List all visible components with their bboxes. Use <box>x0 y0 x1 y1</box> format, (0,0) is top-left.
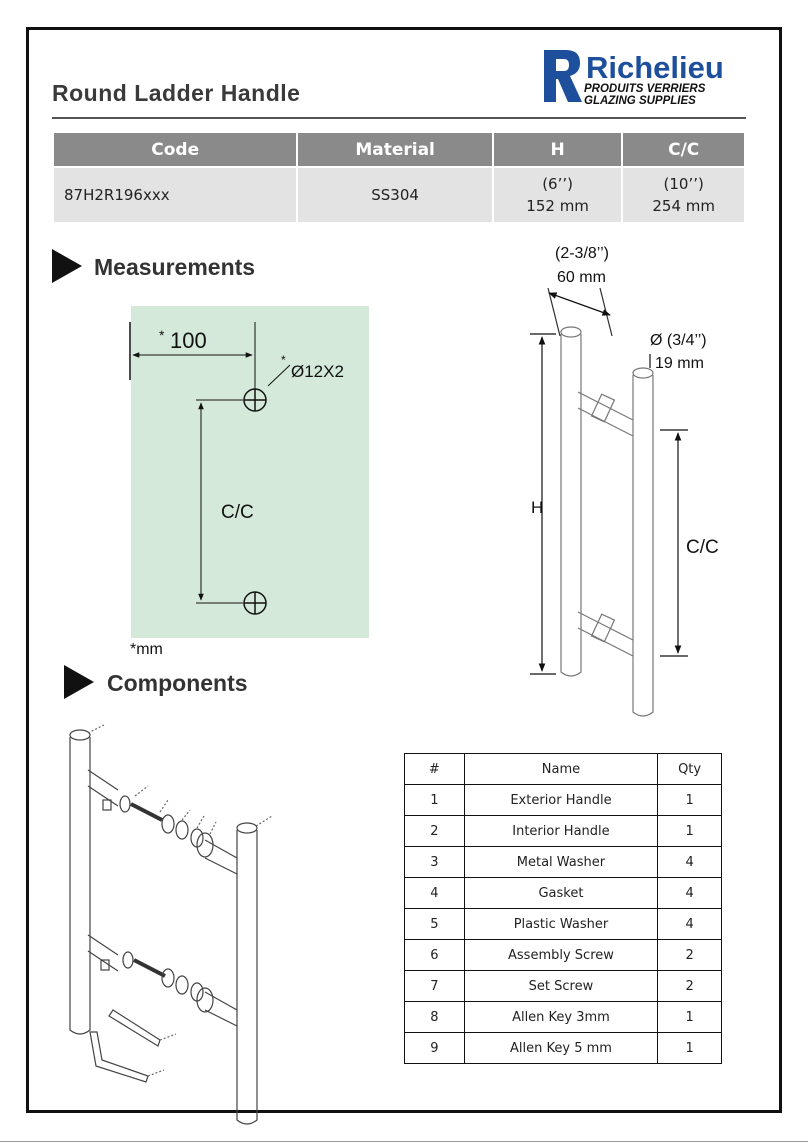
row-name: Allen Key 5 mm <box>463 1032 659 1064</box>
spec-table: Code Material H C/C 87H2R196xxx SS304 (6… <box>51 131 746 224</box>
top-hole-icon <box>243 388 267 412</box>
row-qty: 2 <box>657 939 722 971</box>
row-name: Exterior Handle <box>463 784 659 816</box>
spec-h: (6’’) 152 mm <box>491 166 624 224</box>
page-frame <box>26 27 782 1113</box>
row-qty: 1 <box>657 1001 722 1033</box>
components-heading: Components <box>107 670 248 696</box>
spec-header-code: Code <box>51 131 299 168</box>
spec-h-mm: 152 mm <box>526 197 589 215</box>
allen-key-5mm <box>89 1031 149 1083</box>
components-header-row: # Name Qty <box>404 753 722 785</box>
spec-header-row: Code Material H C/C <box>51 131 746 168</box>
row-name: Gasket <box>463 877 659 909</box>
logo-wordmark: Richelieu <box>586 50 724 85</box>
row-number: 5 <box>404 908 465 940</box>
h-label: H <box>531 498 543 517</box>
row-number: 2 <box>404 815 465 847</box>
components-arrow-icon <box>64 665 94 699</box>
row-qty: 1 <box>657 1032 722 1064</box>
interior-handle-bar <box>236 830 258 1125</box>
edge-asterisk: * <box>159 327 165 343</box>
row-qty: 2 <box>657 970 722 1002</box>
glass-panel <box>131 306 369 638</box>
diameter-in-label: Ø (3/4’’) <box>650 332 707 349</box>
row-qty: 1 <box>657 815 722 847</box>
row-number: 8 <box>404 1001 465 1033</box>
row-qty: 4 <box>657 877 722 909</box>
cc-label: C/C <box>221 502 254 523</box>
spec-header-cc: C/C <box>621 131 746 168</box>
diameter-mm-label: 19 mm <box>655 355 704 372</box>
page-bottom-rule <box>0 1141 808 1142</box>
measurements-heading: Measurements <box>94 254 256 280</box>
bottom-hardware-stack <box>100 951 214 1013</box>
spec-code: 87H2R196xxx <box>51 166 299 224</box>
row-name: Metal Washer <box>463 846 659 878</box>
row-number: 3 <box>404 846 465 878</box>
spec-header-material: Material <box>296 131 494 168</box>
cc-handle-label: C/C <box>686 537 719 558</box>
row-number: 9 <box>404 1032 465 1064</box>
front-bar <box>632 375 654 717</box>
hole-spec-asterisk: * <box>281 353 286 367</box>
allen-key-3mm <box>108 1009 161 1047</box>
projection-mm-label: 60 mm <box>557 269 606 286</box>
components-header-qty: Qty <box>657 753 722 785</box>
edge-distance-label: 100 <box>170 328 207 353</box>
handle-dimension-drawing: (2-3/8’’) 60 mm Ø (3/4’’) 19 mm H C/C <box>530 245 719 717</box>
unit-note: *mm <box>130 641 163 658</box>
hole-spec-label: Ø12X2 <box>291 362 344 381</box>
spec-cc-mm: 254 mm <box>652 197 715 215</box>
projection-in-label: (2-3/8’’) <box>555 245 609 262</box>
bottom-hole-icon <box>243 591 267 615</box>
spec-data-row: 87H2R196xxx SS304 (6’’) 152 mm (10’’) 25… <box>51 166 746 224</box>
row-qty: 4 <box>657 908 722 940</box>
logo-line1: PRODUITS VERRIERS <box>584 83 706 95</box>
top-hardware-stack <box>102 795 214 858</box>
row-name: Allen Key 3mm <box>463 1001 659 1033</box>
row-number: 4 <box>404 877 465 909</box>
exploded-components-drawing <box>69 724 273 1125</box>
logo-line2: GLAZING SUPPLIES <box>584 95 696 107</box>
spec-header-h: H <box>491 131 624 168</box>
row-name: Interior Handle <box>463 815 659 847</box>
logo-r-mark <box>544 50 582 102</box>
spec-cc-in: (10’’) <box>663 175 704 193</box>
components-header-name: Name <box>463 753 659 785</box>
spec-material: SS304 <box>296 166 494 224</box>
hole-layout-diagram: * 100 * Ø12X2 C/C <box>129 306 369 638</box>
row-name: Set Screw <box>463 970 659 1002</box>
exterior-handle-bar <box>69 737 91 1035</box>
measurements-arrow-icon <box>52 249 82 283</box>
title-divider <box>52 117 746 119</box>
spec-cc: (10’’) 254 mm <box>621 166 746 224</box>
row-qty: 4 <box>657 846 722 878</box>
row-name: Assembly Screw <box>463 939 659 971</box>
projection-dimension-line <box>548 292 611 316</box>
row-number: 7 <box>404 970 465 1002</box>
page-title: Round Ladder Handle <box>52 80 301 106</box>
components-header-number: # <box>404 753 465 785</box>
row-number: 6 <box>404 939 465 971</box>
back-bar <box>560 334 582 677</box>
row-qty: 1 <box>657 784 722 816</box>
richelieu-logo: Richelieu PRODUITS VERRIERS GLAZING SUPP… <box>544 50 724 107</box>
row-number: 1 <box>404 784 465 816</box>
spec-h-in: (6’’) <box>542 175 573 193</box>
row-name: Plastic Washer <box>463 908 659 940</box>
